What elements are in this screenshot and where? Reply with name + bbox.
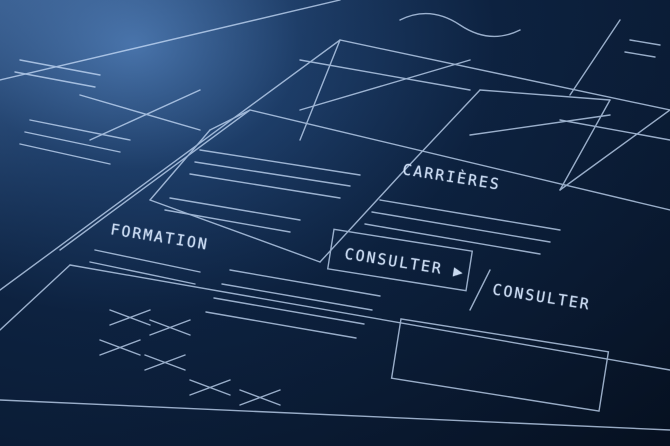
wireframe-photo: CARRIÈRES FORMATION CONSULTER ▶ CONSULTE… bbox=[0, 0, 670, 446]
wireframe-sketch-lines bbox=[0, 0, 670, 446]
